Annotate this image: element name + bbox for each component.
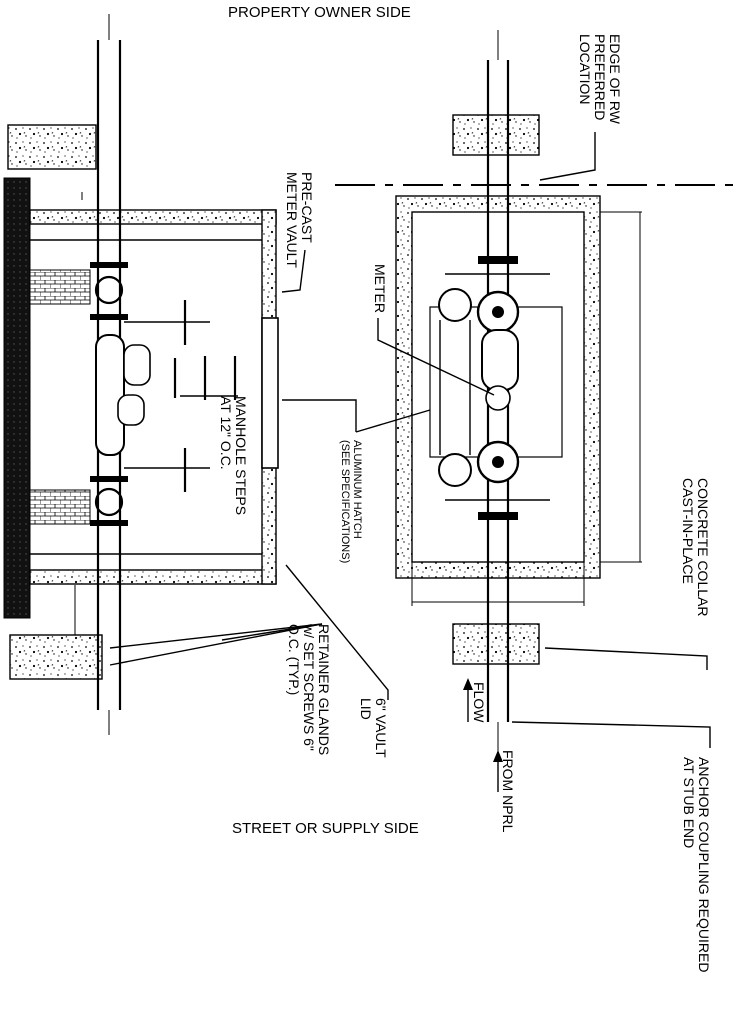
property-owner-side-label: PROPERTY OWNER SIDE [228, 4, 411, 21]
concrete-block-bottom [9, 634, 103, 680]
retainer-glands-label-3: O.C. (TYP.) [286, 624, 302, 695]
edge-of-rw-label-1: EDGE OF RW [607, 34, 623, 125]
concrete-collar-label-1: CONCRETE COLLAR [695, 478, 711, 616]
edge-of-rw-label-3: LOCATION [577, 34, 593, 105]
pre-cast-label-1: PRE-CAST [299, 172, 315, 243]
vault-lid [261, 317, 279, 469]
vault-bottom-wall [29, 569, 277, 585]
plan-view [335, 30, 734, 792]
edge-of-rw-label-2: PREFERRED [592, 34, 608, 120]
vault-lid-label-2: LID [358, 698, 374, 720]
section-view [3, 14, 279, 735]
manhole-steps-label-1: MANHOLE STEPS [233, 396, 249, 515]
brick-support-top [29, 269, 91, 305]
retainer-glands-label-1: RETAINER GLANDS [316, 624, 332, 755]
plan-block-bottom [452, 623, 540, 665]
brick-support-bottom [29, 489, 91, 525]
vault-lid-label-1: 6" VAULT [373, 698, 389, 758]
aluminum-hatch-label-1: ALUMINUM HATCH [351, 440, 363, 539]
retainer-glands-label-2: w/ SET SCREWS 6" [301, 623, 317, 751]
plan-block-top [452, 114, 540, 156]
flow-label: FLOW [471, 682, 487, 723]
manhole-steps-label-2: AT 12" O.C. [218, 396, 234, 470]
wall-strip [3, 177, 31, 619]
aluminum-hatch-label-2: (SEE SPECIFICATIONS) [339, 440, 351, 563]
leader-lines [109, 132, 711, 748]
concrete-block-top [7, 124, 97, 170]
anchor-coupling-label-2: AT STUB END [681, 757, 697, 848]
meter-label: METER [372, 264, 388, 313]
concrete-collar-label-2: CAST-IN-PLACE [680, 478, 696, 584]
anchor-coupling-label-1: ANCHOR COUPLING REQUIRED [696, 757, 712, 972]
vault-top-wall [29, 209, 277, 225]
pre-cast-label-2: METER VAULT [284, 172, 300, 268]
street-or-supply-side-label: STREET OR SUPPLY SIDE [232, 820, 419, 837]
from-nprl-label: FROM NPRL [500, 750, 516, 833]
